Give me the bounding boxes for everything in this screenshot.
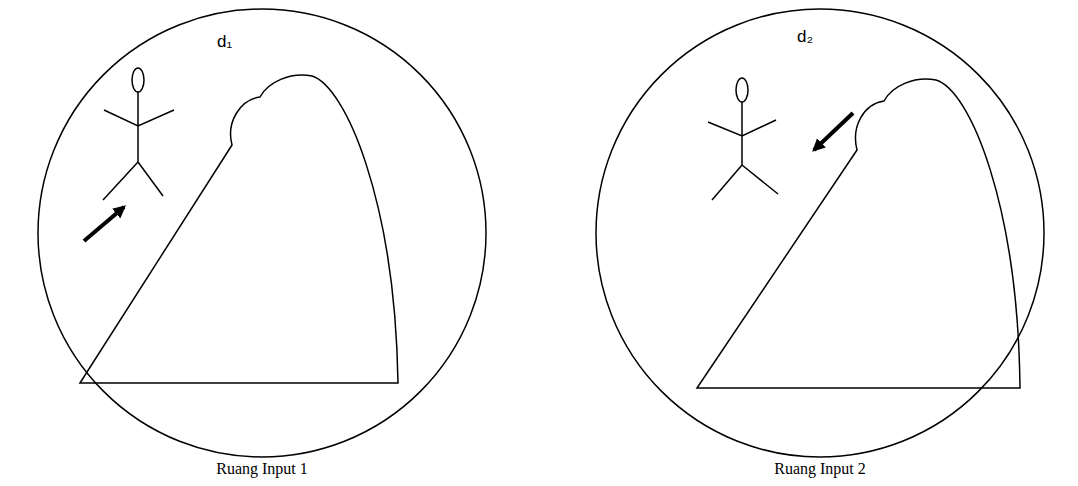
direction-arrow: [814, 113, 853, 150]
distance-label: d₂: [797, 28, 813, 47]
distance-label: d₁: [217, 33, 232, 52]
region-shape: [80, 75, 398, 383]
circle-outline: [595, 8, 1047, 460]
space-caption: Ruang Input 2: [774, 460, 866, 478]
figure-head: [132, 68, 144, 92]
input-space-circle: Ruang Input 1: [37, 8, 487, 486]
circle-outline: [37, 8, 489, 460]
region-shape: [697, 79, 1020, 388]
direction-arrow: [84, 207, 124, 241]
circle-outline: [38, 9, 486, 457]
stick-figure: [708, 102, 778, 200]
space-caption: Ruang Input 1: [216, 460, 308, 478]
figure-head: [736, 78, 748, 102]
stick-figure: [103, 92, 174, 200]
input-space-circle: Ruang Input 2: [595, 8, 1045, 486]
circle-outline: [596, 9, 1044, 457]
